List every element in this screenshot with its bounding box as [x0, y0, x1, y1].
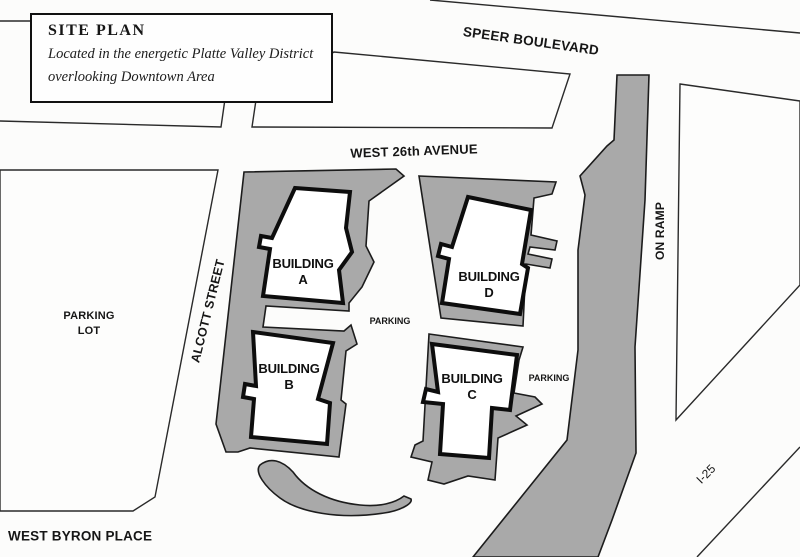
east-parking-label: PARKING [528, 373, 570, 383]
building-a-label: BUILDING A [272, 256, 334, 287]
on-ramp-shape [471, 74, 650, 557]
west-26th-north-line [0, 98, 226, 128]
title-box: SITE PLAN Located in the energetic Platt… [30, 13, 333, 103]
page-title: SITE PLAN [48, 22, 146, 39]
building-d-label: BUILDING D [458, 269, 520, 300]
building-b-shape [240, 329, 336, 447]
speer-street-line-north [429, 0, 800, 34]
building-c-label: BUILDING C [441, 371, 503, 402]
title-subtitle-line2: overlooking Downtown Area [48, 69, 215, 85]
parking-lot-label-line2: LOT [77, 325, 101, 337]
central-parking-label: PARKING [369, 316, 411, 326]
west-byron-place-label: WEST BYRON PLACE [8, 528, 153, 544]
i25-south-line [696, 446, 800, 557]
building-a-shape [256, 185, 355, 306]
on-ramp-label: ON RAMP [653, 201, 667, 261]
building-b-label: BUILDING B [258, 361, 320, 392]
parking-lot-shape [0, 169, 219, 512]
curved-drive-shape [257, 459, 412, 517]
parking-lot-label-line1: PARKING [63, 310, 115, 322]
building-c-shape [420, 341, 520, 461]
building-d-shape [435, 194, 534, 317]
title-subtitle-line1: Located in the energetic Platte Valley D… [48, 46, 314, 62]
freeway-median-shape [675, 83, 800, 422]
